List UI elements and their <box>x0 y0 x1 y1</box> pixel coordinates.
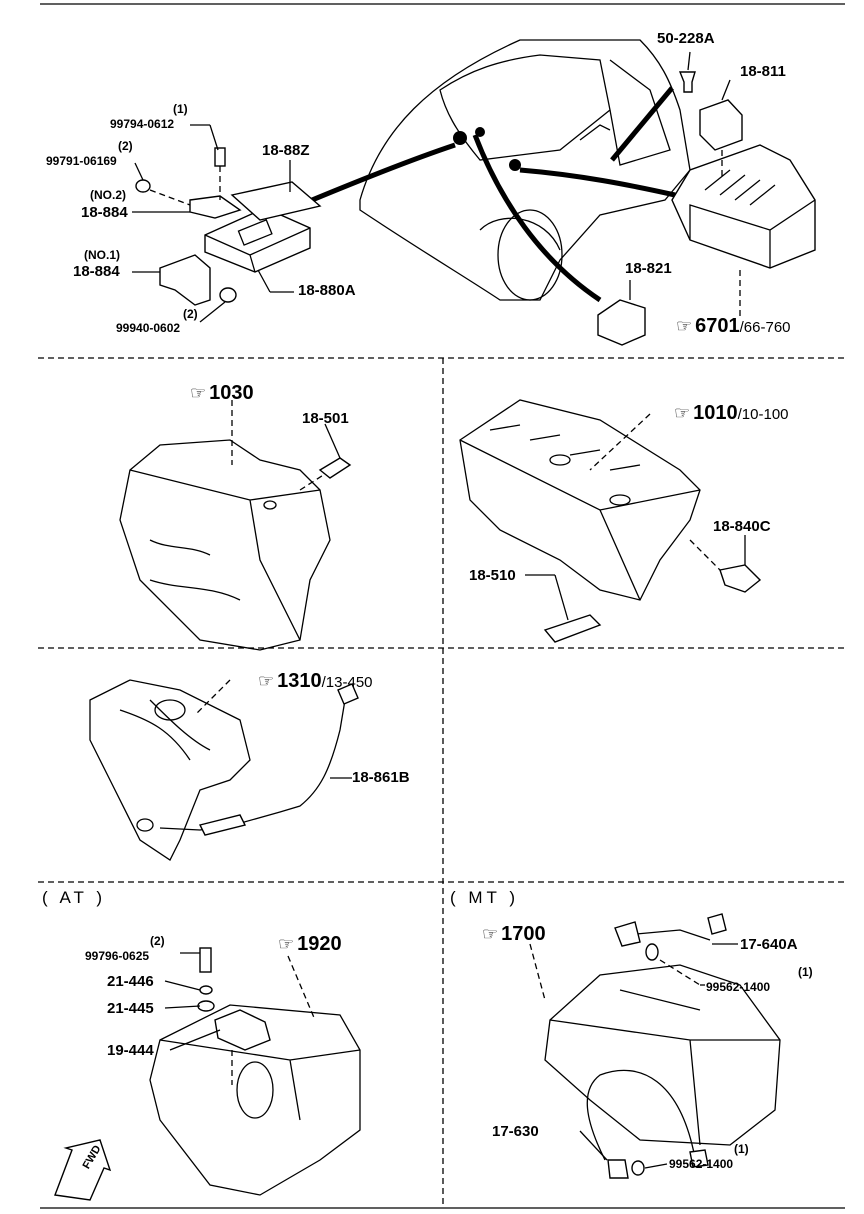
ref-1920: ☞1920 <box>278 933 342 955</box>
part-18-884-no2: 18-884 <box>81 204 128 221</box>
relay-18-821 <box>597 299 646 346</box>
sensor-18-840c <box>719 564 762 593</box>
ref-1310: ☞1310/13-450 <box>258 670 373 692</box>
hand-pointer-icon: ☞ <box>258 671 275 691</box>
part-18-811: 18-811 <box>740 63 786 80</box>
cylinder-head-1010 <box>459 399 701 601</box>
hand-pointer-icon: ☞ <box>674 403 691 423</box>
ref-6701: ☞6701/66-760 <box>676 315 791 337</box>
at-transmission-1920 <box>149 1004 361 1196</box>
note-no1: (NO.1) <box>84 248 120 262</box>
part-18-821: 18-821 <box>625 260 672 277</box>
sensor-17-640a <box>614 921 641 947</box>
part-18-861b: 18-861B <box>352 769 410 786</box>
hand-pointer-icon: ☞ <box>482 924 499 944</box>
section-mt: ( MT ) <box>450 888 520 907</box>
bracket-no2 <box>189 195 242 219</box>
hand-pointer-icon: ☞ <box>676 316 693 336</box>
part-99794-0612: 99794-0612 <box>110 117 175 131</box>
qty-99940: (2) <box>183 307 198 321</box>
fwd-arrow-icon <box>54 1139 112 1201</box>
qty-99791: (2) <box>118 139 133 153</box>
mt-transmission-1700 <box>544 964 781 1146</box>
part-99791-06169: 99791-06169 <box>46 154 117 168</box>
relay-box-part <box>671 144 816 269</box>
hand-pointer-icon: ☞ <box>278 934 295 954</box>
part-21-446: 21-446 <box>107 973 154 990</box>
part-17-640a: 17-640A <box>740 936 798 953</box>
sensor-18-510 <box>543 614 602 643</box>
part-50-228a: 50-228A <box>657 30 715 47</box>
exhaust-manifold-1310 <box>89 679 251 861</box>
part-18-88z: 18-88Z <box>262 142 310 159</box>
engine-block-1030 <box>119 439 331 651</box>
ref-1700: ☞1700 <box>482 923 546 945</box>
qty-99562-b: (1) <box>734 1142 749 1156</box>
note-no2: (NO.2) <box>90 188 126 202</box>
part-99562-1400-a: 99562-1400 <box>706 980 771 994</box>
sensor-18-501 <box>318 457 352 479</box>
connector-18-861b <box>337 683 359 705</box>
part-18-884-no1: 18-884 <box>73 263 120 280</box>
relay-18-811 <box>699 99 743 151</box>
part-18-840c: 18-840C <box>713 518 771 535</box>
part-18-880a: 18-880A <box>298 282 356 299</box>
part-99940-0602: 99940-0602 <box>116 321 181 335</box>
hand-pointer-icon: ☞ <box>190 383 207 403</box>
part-19-444: 19-444 <box>107 1042 154 1059</box>
part-21-445: 21-445 <box>107 1000 154 1017</box>
qty-99796: (2) <box>150 934 165 948</box>
part-18-510: 18-510 <box>469 567 516 584</box>
qty-99562-a: (1) <box>798 965 813 979</box>
part-18-501: 18-501 <box>302 410 349 427</box>
section-at: ( AT ) <box>42 888 106 907</box>
part-99562-1400-b: 99562-1400 <box>669 1157 734 1171</box>
bolt-99794 <box>214 147 226 167</box>
control-unit-part <box>204 207 311 273</box>
label-sheet-18-88z <box>230 181 322 221</box>
car-body-illustration <box>359 39 691 301</box>
bracket-no1 <box>159 254 211 306</box>
switch-19-444 <box>214 1009 271 1051</box>
sensor-17-630 <box>607 1159 629 1179</box>
part-17-630: 17-630 <box>492 1123 539 1140</box>
ref-1030: ☞1030 <box>190 382 254 404</box>
ref-1010: ☞1010/10-100 <box>674 402 789 424</box>
qty-99794: (1) <box>173 102 188 116</box>
part-99796-0625: 99796-0625 <box>85 949 150 963</box>
